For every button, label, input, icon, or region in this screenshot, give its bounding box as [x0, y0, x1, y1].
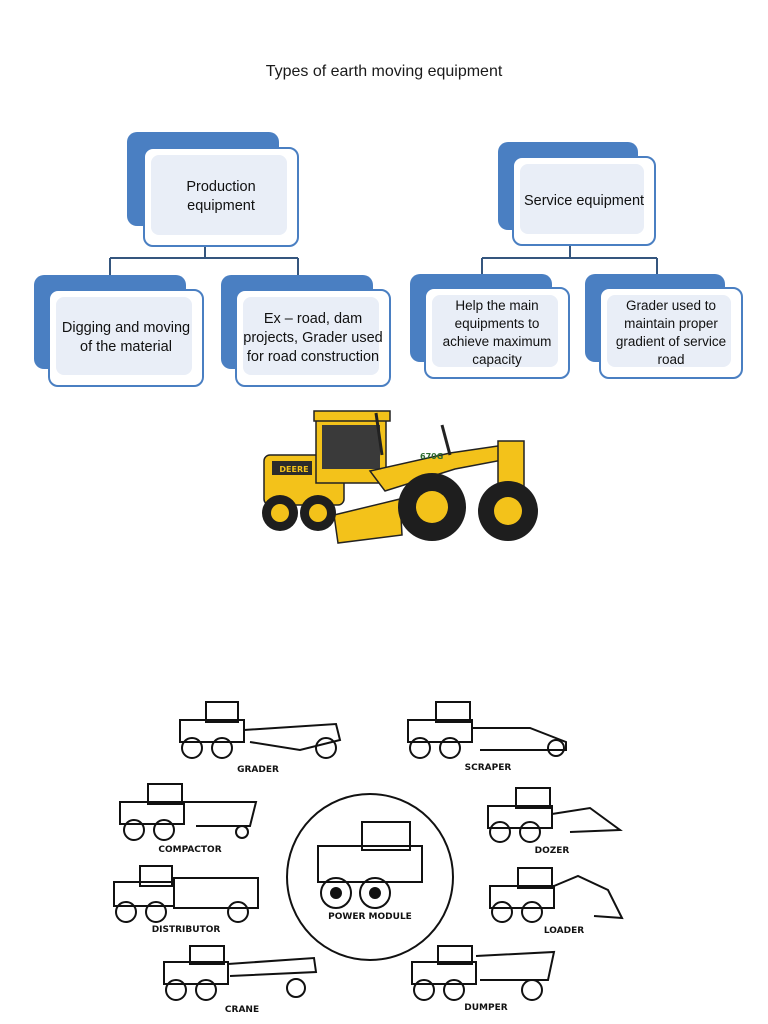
earthmoving-equipment-diagram: GRADER SCRAPER COMPACTOR DOZER DISTRIBUT…: [113, 701, 624, 1015]
model-number: 670G: [420, 452, 443, 461]
label-crane: CRANE: [225, 1005, 259, 1015]
motor-grader-photo: DEERE 670G: [262, 410, 538, 544]
label-compactor: COMPACTOR: [158, 845, 221, 855]
service-child-1: Help the main equipments to achieve maxi…: [410, 274, 572, 380]
label-dozer: DOZER: [535, 846, 570, 856]
production-child-2-text: Ex – road, dam projects, Grader used for…: [243, 310, 383, 365]
deere-badge: DEERE: [279, 465, 308, 474]
grader-drawing: [179, 701, 342, 759]
label-distributor: DISTRIBUTOR: [152, 925, 221, 935]
service-child-2-text: Grader used to maintain proper gradient …: [615, 298, 727, 367]
scraper-drawing: [407, 701, 567, 759]
production-equipment-label: Production equipment: [186, 179, 256, 214]
production-equipment-node: Production equipment: [127, 132, 299, 248]
crane-drawing: [163, 945, 318, 1001]
label-power-module: POWER MODULE: [328, 912, 412, 922]
dumper-drawing: [411, 945, 556, 1001]
label-scraper: SCRAPER: [465, 763, 512, 773]
service-equipment-label: Service equipment: [523, 192, 645, 209]
dozer-drawing: [487, 787, 623, 843]
service-child-1-text: Help the main equipments to achieve maxi…: [442, 298, 552, 367]
label-loader: LOADER: [544, 926, 584, 936]
page-title: Types of earth moving equipment: [265, 63, 503, 80]
label-grader: GRADER: [237, 765, 279, 775]
compactor-drawing: [119, 783, 258, 841]
production-child-2: Ex – road, dam projects, Grader used for…: [221, 275, 393, 389]
production-child-1: Digging and moving of the material: [34, 275, 206, 389]
service-child-2: Grader used to maintain proper gradient …: [585, 274, 745, 380]
label-dumper: DUMPER: [464, 1003, 507, 1013]
distributor-drawing: [113, 865, 259, 923]
service-equipment-node: Service equipment: [498, 142, 658, 248]
loader-drawing: [489, 867, 624, 923]
production-child-1-text: Digging and moving of the material: [61, 320, 191, 355]
